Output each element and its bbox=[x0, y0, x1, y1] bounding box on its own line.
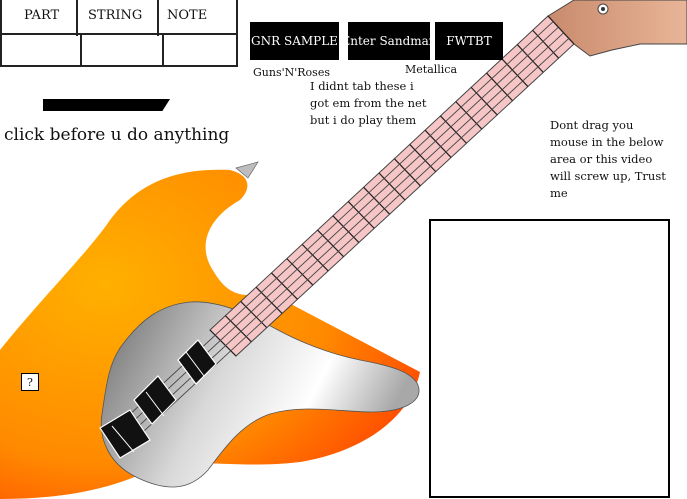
fwtbt-button[interactable]: FWTBT bbox=[435, 22, 503, 60]
fret bbox=[301, 243, 329, 272]
fret bbox=[501, 58, 529, 87]
fret bbox=[486, 72, 513, 102]
tab-table: PART STRING NOTE bbox=[0, 0, 238, 67]
metallica-caption: Metallica bbox=[405, 63, 458, 76]
fret bbox=[255, 286, 283, 314]
fret bbox=[347, 201, 375, 229]
fret bbox=[271, 272, 298, 300]
fret bbox=[317, 229, 344, 258]
neck-tip bbox=[235, 161, 259, 179]
tab-column-string: STRING bbox=[88, 8, 143, 23]
fret bbox=[516, 44, 544, 73]
fret bbox=[547, 15, 575, 45]
headstock bbox=[547, 0, 687, 57]
pickup-neck bbox=[177, 339, 217, 385]
pickup-middle bbox=[133, 375, 177, 425]
fret bbox=[224, 315, 252, 343]
table-divider bbox=[2, 33, 236, 35]
help-button[interactable]: ? bbox=[21, 373, 39, 391]
warning-text: Dont drag you mouse in the below area or… bbox=[550, 118, 666, 200]
fret bbox=[378, 172, 406, 201]
fret bbox=[286, 258, 314, 286]
tab-column-part: PART bbox=[24, 8, 60, 23]
pickup-bridge bbox=[99, 409, 151, 459]
fret bbox=[240, 301, 268, 329]
fret bbox=[532, 29, 560, 59]
fret bbox=[470, 86, 498, 116]
fret bbox=[455, 101, 483, 130]
fret bbox=[440, 115, 467, 144]
fret bbox=[424, 129, 452, 158]
start-bar[interactable] bbox=[43, 99, 170, 111]
pickups bbox=[99, 339, 217, 459]
gnr-sample-button[interactable]: GNR SAMPLE bbox=[250, 22, 339, 60]
gnr-caption: Guns'N'Roses bbox=[253, 66, 330, 79]
fret bbox=[363, 186, 391, 215]
fret bbox=[393, 158, 421, 187]
tab-column-note: NOTE bbox=[167, 8, 208, 23]
instruction-text: click before u do anything bbox=[4, 125, 230, 145]
video-area[interactable] bbox=[429, 219, 670, 498]
tab-source-note: I didnt tab these i got em from the net … bbox=[310, 79, 427, 127]
fret bbox=[332, 215, 360, 243]
frets bbox=[209, 15, 575, 357]
fret bbox=[209, 329, 237, 357]
fret bbox=[409, 144, 437, 173]
